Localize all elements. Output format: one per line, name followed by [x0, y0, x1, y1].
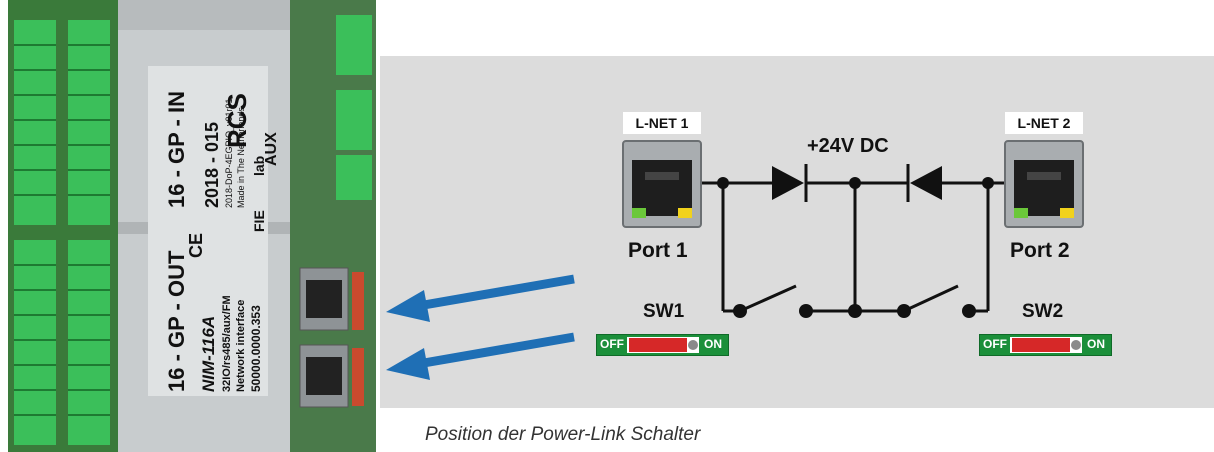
sw2-off-label: OFF: [983, 337, 1007, 351]
sw1-label: SW1: [643, 301, 685, 322]
fie-label: FIE: [251, 210, 267, 232]
sw2-slot: [1010, 337, 1082, 353]
arrow-to-port-2: [386, 332, 575, 380]
port2-tag: L-NET 2: [1005, 112, 1083, 134]
terminal-block-ridges: [14, 44, 110, 416]
rcs-logo: RCS: [222, 93, 252, 148]
supply-voltage-label: +24V DC: [807, 135, 889, 157]
junction-dots: [717, 177, 994, 318]
figure-caption: Position der Power-Link Schalter: [425, 424, 701, 445]
sw2-indicator-dot: [1071, 340, 1081, 350]
device-label-in: 16 - GP - IN: [164, 91, 189, 208]
sw2-knob: [1012, 338, 1070, 352]
sw2-switch-graphic: OFF ON: [979, 334, 1112, 356]
port1-tag: L-NET 1: [623, 112, 701, 134]
lab-label: lab: [251, 156, 267, 176]
terminal-blocks-left: [14, 20, 110, 445]
port2-label: Port 2: [1010, 239, 1070, 262]
diode-right: [906, 164, 942, 202]
sw1-indicator-dot: [688, 340, 698, 350]
sw2-label: SW2: [1022, 301, 1064, 322]
sw1-on-label: ON: [704, 337, 722, 351]
device-dip-switch-1: [352, 272, 364, 330]
device-spec-1: 32IO/rs485/aux/FM: [221, 295, 233, 392]
device-label-out: 16 - GP - OUT: [164, 250, 189, 392]
sw2-on-label: ON: [1087, 337, 1105, 351]
device-dip-switch-2: [352, 348, 364, 406]
device-part-number: 50000.0000.353: [249, 305, 263, 392]
device-small-text-1: 2018-DoP-4EGPIO_v01r01: [224, 98, 234, 208]
sw1-switch-graphic: OFF ON: [596, 334, 729, 356]
device-spec-2: Network interface: [235, 300, 247, 392]
sw1-slot: [627, 337, 699, 353]
sw1-knob: [629, 338, 687, 352]
arrow-to-port-1: [386, 274, 575, 322]
rj45-port-1: [622, 140, 702, 228]
circuit-wires: [700, 181, 1006, 313]
diode-left: [772, 164, 808, 202]
terminal-blocks-right: [336, 15, 372, 200]
device-label-plate: [148, 66, 268, 396]
device-model: NIM-116A: [199, 316, 218, 392]
sw1-contact: [739, 284, 797, 313]
ce-mark: CE: [186, 233, 206, 258]
sw1-off-label: OFF: [600, 337, 624, 351]
device-model-code: 2018 - 015: [202, 122, 222, 208]
device-aux-label: AUX: [263, 132, 280, 166]
rcs-nim-116a-device: 16 - GP - OUT NIM-116A 32IO/rs485/aux/FM…: [8, 0, 376, 452]
device-small-text-2: Made in The Netherlands: [236, 107, 246, 208]
rj45-port-2: [1004, 140, 1084, 228]
port1-label: Port 1: [628, 239, 688, 262]
sw2-contact: [903, 284, 959, 313]
